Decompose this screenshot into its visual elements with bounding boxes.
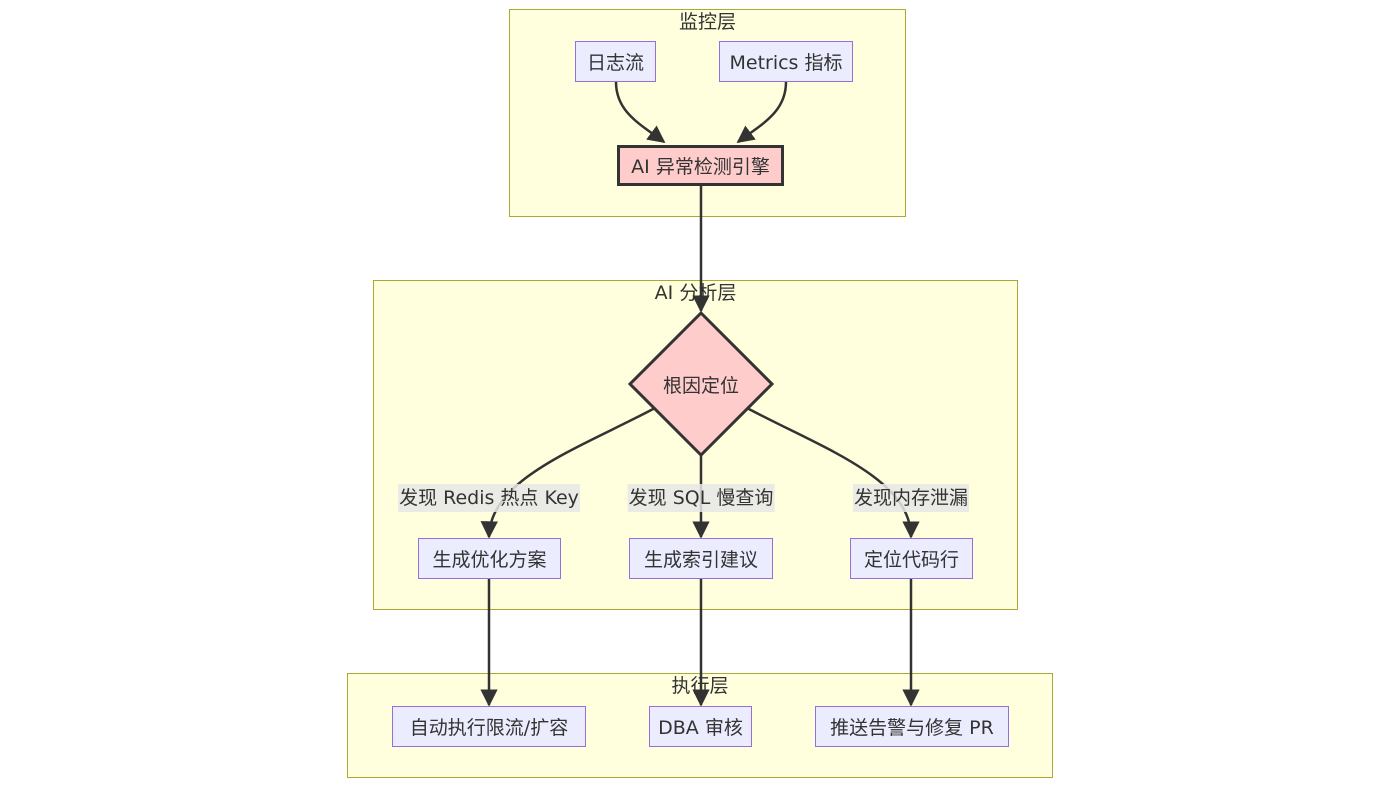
edge-label-sql: 发现 SQL 慢查询 [627, 484, 775, 512]
log-stream-node: 日志流 [575, 41, 656, 82]
edge-label-memory: 发现内存泄漏 [852, 484, 970, 512]
push-alert-node: 推送告警与修复 PR [815, 706, 1009, 747]
root-cause-label: 根因定位 [662, 374, 739, 397]
auto-execute-node: 自动执行限流/扩容 [392, 706, 586, 747]
root-cause-diamond [627, 310, 775, 458]
edge-metrics-to-engine [736, 81, 788, 144]
locate-code-node: 定位代码行 [850, 538, 973, 579]
dba-review-node: DBA 审核 [649, 706, 752, 747]
cluster-title-analysis: AI 分析层 [654, 282, 737, 304]
edge-rootcause-to-optimize [480, 406, 656, 539]
edge-rootcause-to-code [746, 406, 920, 539]
generate-index-node: 生成索引建议 [629, 538, 773, 579]
edge-label-redis: 发现 Redis 热点 Key [398, 484, 580, 512]
generate-optimization-node: 生成优化方案 [418, 538, 561, 579]
edge-log-to-engine [614, 81, 666, 144]
cluster-title-monitor: 监控层 [678, 11, 736, 33]
ai-anomaly-engine-node: AI 异常检测引擎 [617, 145, 784, 186]
metrics-node: Metrics 指标 [719, 41, 853, 82]
